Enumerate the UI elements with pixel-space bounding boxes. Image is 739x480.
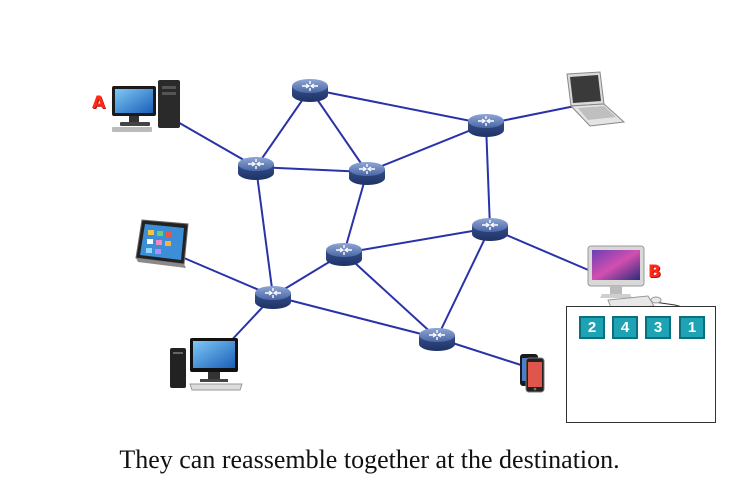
router-icon xyxy=(325,242,363,267)
router-icon xyxy=(291,78,329,103)
network-link xyxy=(309,88,368,173)
caption: They can reassemble together at the dest… xyxy=(119,445,620,474)
router-icon xyxy=(237,156,275,181)
source-label-a: A xyxy=(92,93,106,113)
network-link xyxy=(309,88,487,125)
network-link xyxy=(255,166,368,173)
network-link xyxy=(343,227,491,254)
network-link xyxy=(489,227,601,276)
packet: 4 xyxy=(612,316,638,339)
router-icon xyxy=(467,113,505,138)
router-icon xyxy=(254,285,292,310)
network-links xyxy=(175,88,601,367)
desktop-computer-icon xyxy=(112,80,180,132)
network-link xyxy=(255,166,274,297)
smartphone-icon xyxy=(520,354,545,393)
network-link xyxy=(436,227,491,339)
network-link xyxy=(272,295,438,339)
packet: 1 xyxy=(679,316,705,339)
tablet-icon xyxy=(135,219,189,268)
network-link xyxy=(343,252,438,339)
network-link xyxy=(343,171,368,254)
destination-label-b: B xyxy=(648,262,661,282)
packet: 2 xyxy=(579,316,605,339)
network-link xyxy=(485,123,491,229)
network-link xyxy=(366,123,487,173)
packet: 3 xyxy=(645,316,671,339)
desktop-computer-icon xyxy=(170,338,243,391)
router-icon xyxy=(348,161,386,186)
laptop-icon xyxy=(566,71,626,127)
reassembly-box: 2 4 3 1 xyxy=(566,306,716,423)
router-icon xyxy=(471,217,509,242)
network-link xyxy=(255,88,311,168)
router-icon xyxy=(418,327,456,352)
